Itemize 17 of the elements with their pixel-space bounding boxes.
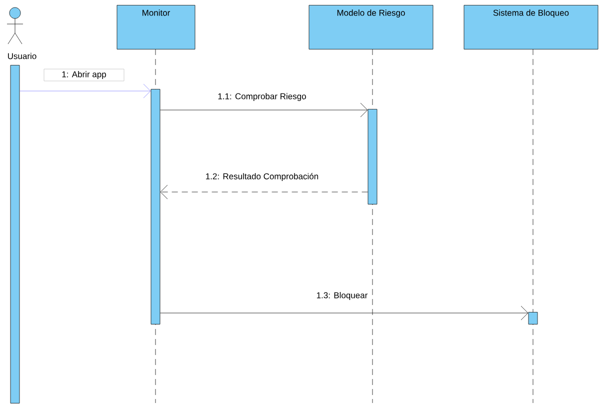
lifeline-head: Sistema de Bloqueo [464, 5, 598, 50]
lifeline-head: Modelo de Riesgo [308, 5, 434, 50]
message-arrow [160, 306, 528, 320]
edge-label: 1.1: Comprobar Riesgo [216, 92, 308, 102]
edge-label: 1.3: Bloquear [315, 291, 369, 301]
edge-label: 1.2: Resultado Comprobación [204, 172, 320, 182]
lifeline-head: Monitor [116, 5, 196, 50]
message-arrow [160, 102, 368, 118]
node-label: Usuario [8, 52, 36, 60]
actor: Usuario [6, 7, 36, 60]
activation-bar [10, 65, 20, 404]
activation-bar [528, 312, 538, 324]
activation-bar [368, 109, 378, 204]
message-arrow [20, 84, 151, 98]
message-arrow [160, 184, 368, 200]
edge-label: 1: Abrir app [44, 68, 124, 82]
activation-bar [150, 89, 160, 324]
